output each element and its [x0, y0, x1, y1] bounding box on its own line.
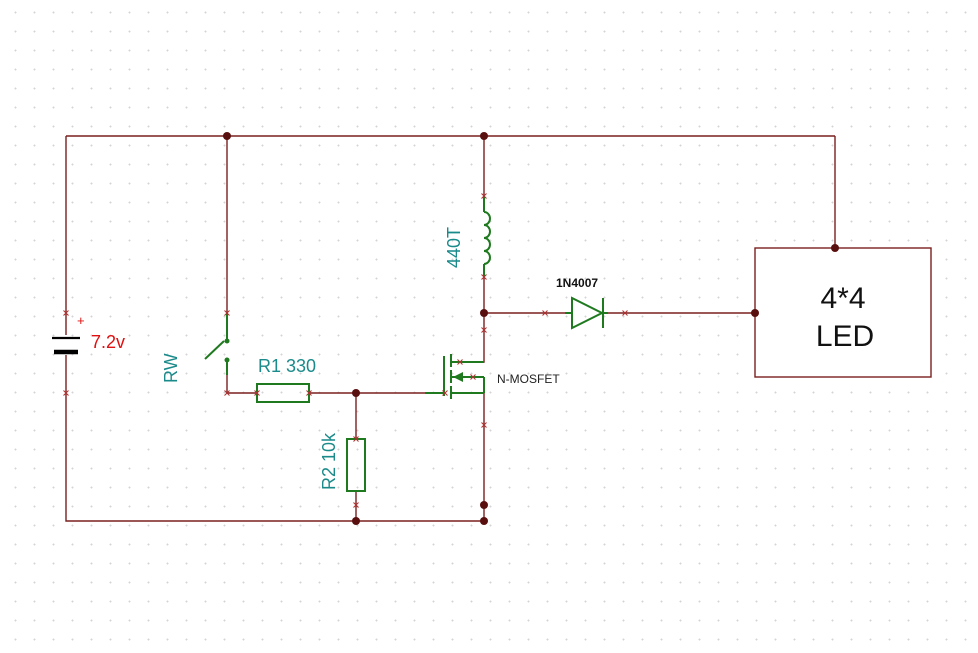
r1-label: R1 330	[258, 356, 316, 376]
led-load-line2: LED	[816, 320, 874, 353]
pin-marker	[542, 310, 548, 316]
pin-marker	[306, 390, 312, 396]
mosfet-arrow	[453, 372, 463, 382]
diode: 1N4007	[556, 276, 608, 330]
junction-dot	[223, 132, 231, 140]
pin-marker	[481, 274, 487, 280]
mosfet-label: N-MOSFET	[497, 372, 560, 386]
battery-voltage-label: 7.2v	[91, 332, 125, 352]
wire-source-to-ground	[455, 392, 485, 521]
battery-plus-sign: +	[77, 313, 85, 328]
wire-inductor-to-drain	[455, 277, 485, 363]
wires	[65, 135, 836, 522]
junction-dot	[480, 517, 488, 525]
r2-body	[346, 438, 366, 492]
pin-marker	[470, 374, 476, 380]
inductor-label: 440T	[444, 227, 464, 268]
junction-dot	[480, 309, 488, 317]
junction-dot	[831, 244, 839, 252]
pin-marker	[481, 422, 487, 428]
junction-dot	[751, 309, 759, 317]
pin-marker	[442, 390, 448, 396]
r2-label: R2 10k	[319, 432, 339, 490]
switch-label: RW	[161, 353, 181, 383]
diode-label: 1N4007	[556, 276, 598, 290]
r1-body	[256, 383, 310, 403]
junction-dot	[480, 501, 488, 509]
pin-marker	[224, 390, 230, 396]
junction-dot	[480, 132, 488, 140]
pin-marker	[63, 310, 69, 316]
pin-marker	[481, 193, 487, 199]
pin-marker	[353, 436, 359, 442]
n-mosfet: N-MOSFET	[425, 354, 560, 399]
led-load-box	[754, 247, 932, 378]
pin-marker	[254, 390, 260, 396]
wire-switch-to-r1	[226, 375, 257, 394]
junctions	[223, 132, 839, 525]
diode-triangle	[571, 296, 605, 330]
pin-marker	[63, 390, 69, 396]
junction-dot	[352, 517, 360, 525]
pin-marker	[224, 310, 230, 316]
led-load: 4*4 LED	[754, 247, 932, 378]
inductor-coil	[483, 211, 491, 265]
switch: RW	[161, 313, 230, 383]
switch-lever	[204, 340, 225, 360]
battery: + 7.2v	[52, 313, 125, 393]
junction-dot	[352, 389, 360, 397]
pin-marker	[481, 327, 487, 333]
wire-left-lower	[65, 393, 484, 522]
inductor: 440T	[444, 196, 491, 277]
pin-markers	[63, 193, 628, 508]
pin-marker	[622, 310, 628, 316]
pin-marker	[353, 502, 359, 508]
led-load-line1: 4*4	[820, 282, 865, 315]
pin-marker	[457, 359, 463, 365]
